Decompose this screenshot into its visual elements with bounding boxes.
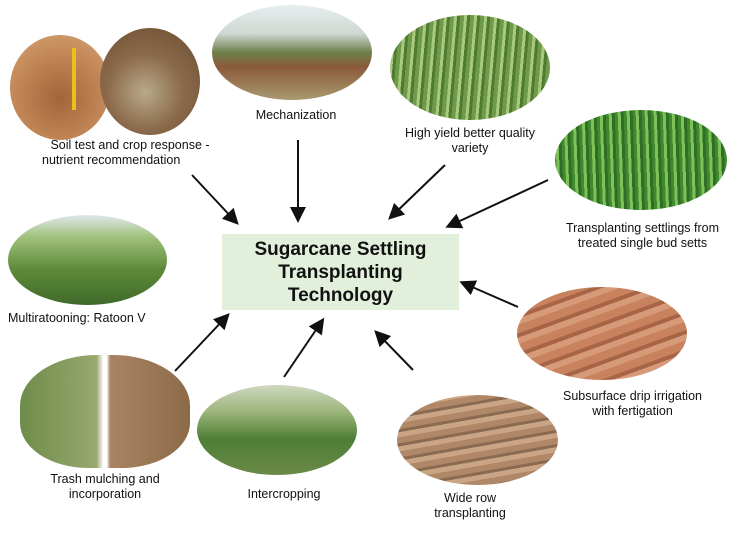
center-title-line1: Sugarcane Settling	[254, 238, 427, 260]
center-title-line3: Technology	[287, 284, 394, 306]
label-line: Wide row	[443, 491, 497, 505]
label-transplanting: Transplanting settlings from treated sin…	[545, 221, 740, 251]
label-high-yield: High yield better quality variety	[380, 126, 560, 156]
label-drip-irrigation: Subsurface drip irrigation with fertigat…	[545, 389, 720, 419]
arrow-soil	[191, 174, 239, 225]
arrow-yield	[388, 164, 446, 220]
label-line: Multiratooning: Ratoon V	[8, 311, 146, 325]
label-line: with fertigation	[592, 404, 673, 418]
high-yield-variety-photo	[390, 15, 550, 120]
arrow-trash	[174, 313, 230, 372]
label-line: Intercropping	[247, 487, 321, 501]
label-multiratooning: Multiratooning: Ratoon V	[8, 311, 146, 326]
arrow-widerow	[374, 330, 414, 371]
label-line: transplanting	[434, 506, 506, 520]
label-line: Transplanting settlings from	[565, 221, 720, 235]
intercropping-photo	[197, 385, 357, 475]
label-line: Mechanization	[255, 108, 337, 122]
label-line: High yield better quality	[405, 126, 535, 140]
label-line: Subsurface drip irrigation	[563, 389, 702, 403]
label-intercropping: Intercropping	[214, 487, 354, 502]
label-line: Soil test and crop response -	[50, 138, 210, 152]
wide-row-photo	[397, 395, 558, 485]
arrow-intercrop	[283, 317, 325, 378]
center-title-line2: Transplanting	[278, 261, 403, 283]
label-line: Trash mulching and	[50, 472, 160, 486]
label-mechanization: Mechanization	[226, 108, 366, 123]
drip-irrigation-photo	[517, 287, 687, 380]
arrow-drip	[459, 280, 519, 308]
mechanization-photo	[212, 5, 372, 100]
label-trash-mulching: Trash mulching and incorporation	[35, 472, 175, 502]
label-soil-test: Soil test and crop response - nutrient r…	[30, 138, 230, 168]
soil-sample-bag-photo	[100, 28, 200, 135]
label-line: treated single bud setts	[577, 236, 708, 250]
soil-pit-photo	[10, 35, 110, 140]
transplanting-settlings-photo	[555, 110, 727, 210]
label-line: nutrient recommendation	[42, 153, 181, 167]
multiratooning-photo	[8, 215, 167, 305]
soil-stake	[72, 48, 76, 110]
central-technology-box: Sugarcane Settling Transplanting Technol…	[222, 234, 459, 310]
label-wide-row: Wide row transplanting	[400, 491, 540, 521]
trash-mulching-photo	[20, 355, 190, 468]
arrow-transplant	[445, 179, 549, 229]
label-line: variety	[451, 141, 489, 155]
label-line: incorporation	[68, 487, 142, 501]
